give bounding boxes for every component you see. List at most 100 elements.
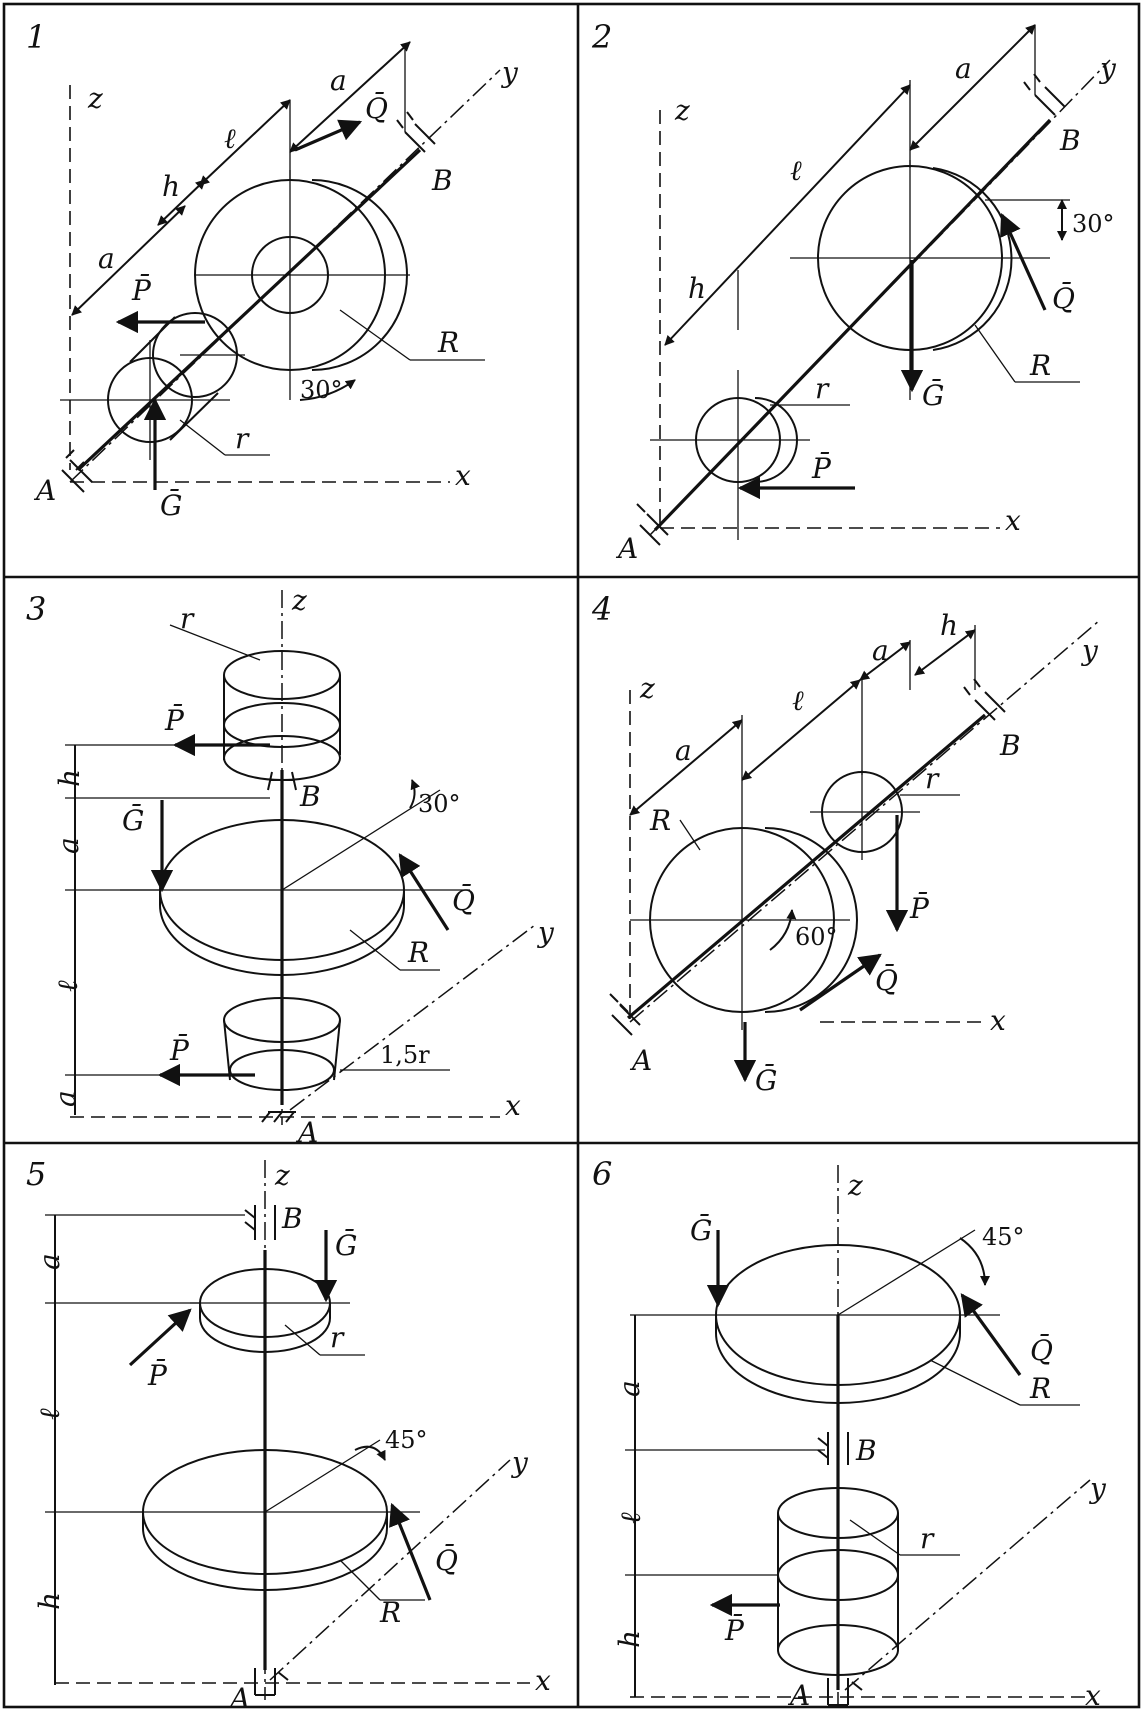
panel-number: 2 (591, 18, 612, 56)
p-bottom-label: P̄ (169, 1033, 190, 1067)
angle-label: 30° (300, 376, 343, 404)
svg-text:B: B (1059, 124, 1081, 157)
dim-l: ℓ (790, 154, 802, 187)
panel-3: 3 z x y h a ℓ a P̄ P̄ (26, 584, 555, 1149)
y-axis (289, 924, 536, 1111)
dim-h: h (688, 272, 706, 305)
dim-l: ℓ (792, 684, 804, 717)
x-label: x (1085, 1679, 1101, 1711)
z-label: z (847, 1169, 863, 1202)
y-label: y (536, 916, 555, 949)
support-b: B (963, 678, 1021, 762)
svg-text:B: B (431, 164, 453, 197)
svg-text:B: B (999, 729, 1021, 762)
dim-a: a (955, 52, 972, 85)
svg-text:B: B (299, 780, 321, 813)
g-label: Ḡ (160, 488, 182, 522)
support-a: A (227, 1668, 289, 1715)
r-big-label: R (1029, 349, 1051, 382)
svg-text:A: A (629, 1044, 652, 1077)
y-label: y (1088, 1472, 1107, 1505)
q-label: Q̄ (365, 91, 388, 125)
panel-4: 4 z x y a ℓ a h Q̄ P̄ Ḡ R (591, 590, 1101, 1097)
p-label: P̄ (811, 451, 832, 485)
r-small-label: r (330, 1321, 345, 1354)
g-label: Ḡ (122, 803, 144, 837)
y-axis (269, 1459, 511, 1681)
dim-a-left: a (98, 242, 115, 275)
support-b: B (267, 771, 321, 813)
z-label: z (639, 672, 655, 705)
x-label: x (505, 1089, 521, 1122)
q-label: Q̄ (1052, 281, 1075, 315)
support-b: B (244, 1202, 303, 1240)
q-label: Q̄ (1030, 1333, 1053, 1367)
r-big-label: R (379, 1596, 401, 1629)
y-axis (844, 1479, 1091, 1691)
dim-a: a (33, 1253, 66, 1270)
support-a: A (609, 993, 652, 1077)
support-a: A (787, 1678, 863, 1712)
cylinder (777, 1624, 899, 1676)
z-label: z (291, 584, 307, 617)
dim-l: ℓ (33, 1408, 66, 1420)
p-label: P̄ (909, 891, 930, 925)
support-a: A (261, 1111, 318, 1149)
svg-text:B: B (281, 1202, 303, 1235)
support-a: A (615, 503, 669, 565)
g-label: Ḡ (755, 1063, 777, 1097)
dim-a-bottom: a (49, 1090, 82, 1107)
shaft (76, 148, 422, 472)
dim-h: h (940, 609, 958, 642)
q-label: Q̄ (435, 1543, 458, 1577)
force-q (960, 1293, 1022, 1376)
force-p (128, 1308, 192, 1367)
panel-number: 3 (26, 590, 46, 628)
dim-h: h (53, 769, 86, 787)
r-small-label: r (925, 762, 940, 795)
svg-text:A: A (787, 1679, 810, 1711)
dim-l: ℓ (51, 980, 84, 992)
angle-label: 45° (982, 1223, 1025, 1251)
g-label: Ḡ (335, 1228, 357, 1262)
dim-l: ℓ (614, 1512, 647, 1524)
y-axis (629, 619, 1101, 1023)
x-label: x (535, 1664, 551, 1697)
r-small-label: r (235, 422, 250, 455)
angle-label: 30° (418, 790, 461, 818)
support-b: B (396, 111, 453, 197)
panel-number: 1 (26, 18, 46, 56)
shaft (653, 118, 1052, 532)
r-big-label: R (649, 804, 671, 837)
dim-h: h (613, 1630, 646, 1648)
dim-a-right: a (872, 634, 889, 667)
p-label: P̄ (131, 273, 152, 307)
y-label: y (500, 56, 519, 89)
p-label: P̄ (724, 1613, 745, 1647)
r-big-label: R (407, 936, 429, 969)
dim-a-top: a (330, 64, 347, 97)
shaft (626, 713, 987, 1020)
angle-label: 60° (795, 923, 838, 951)
panel-5: 5 z x y a ℓ h P̄ Ḡ Q̄ 45° R (26, 1155, 551, 1715)
panel-2: 2 z x y h ℓ a Q̄ P̄ Ḡ R r (591, 18, 1117, 565)
dim-h: h (162, 170, 180, 203)
p-label: P̄ (147, 1358, 168, 1392)
support-b: B (817, 1432, 877, 1467)
force-q (294, 119, 363, 152)
r-small-label: r (180, 602, 195, 635)
r-small-label: r (815, 372, 830, 405)
angle-label: 45° (385, 1426, 428, 1454)
svg-text:A: A (295, 1116, 318, 1149)
force-q (799, 953, 882, 1012)
dim-a-top: a (52, 837, 85, 854)
r-big-label: R (1029, 1372, 1051, 1405)
svg-text:A: A (615, 532, 638, 565)
g-label: Ḡ (690, 1213, 712, 1247)
dim-h: h (33, 1592, 66, 1610)
force-q (389, 1502, 432, 1601)
angle-label: 30° (1072, 210, 1115, 238)
